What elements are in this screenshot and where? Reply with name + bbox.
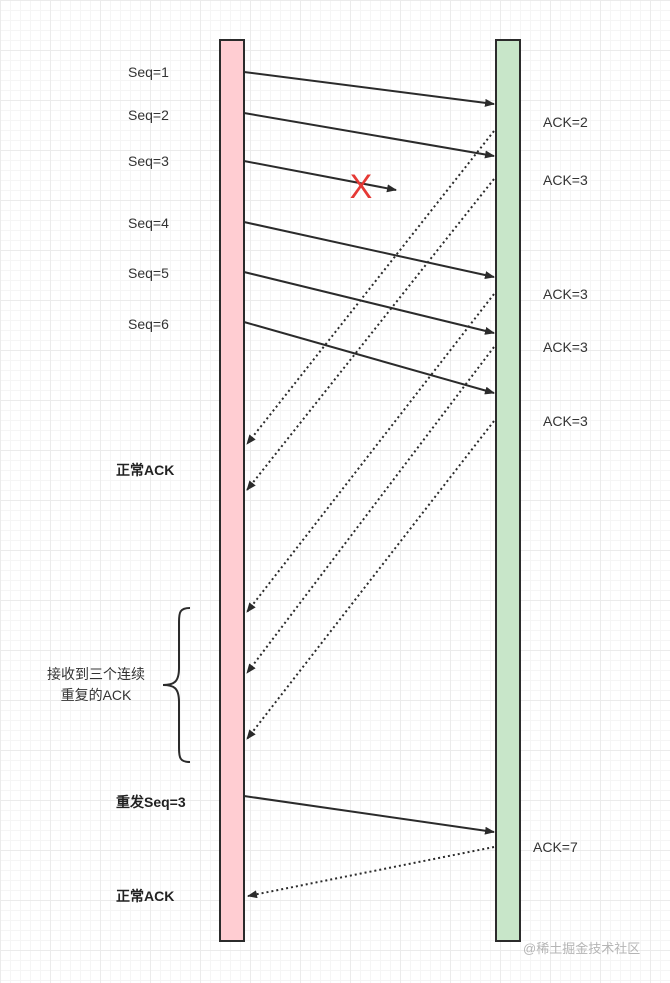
label-seq6: Seq=6 (128, 316, 169, 332)
ack-3-dup3-arrow (246, 420, 495, 740)
label-seq5: Seq=5 (128, 265, 169, 281)
watermark: @稀土掘金技术社区 (523, 941, 641, 956)
label-ack-3-b: ACK=3 (543, 286, 588, 302)
label-triple-dup-line2: 重复的ACK (60, 687, 132, 703)
label-ack-3-d: ACK=3 (543, 413, 588, 429)
ack-3-dup1-arrow (246, 293, 495, 613)
segment-resend-seq3-arrow (243, 795, 495, 835)
label-triple-dup-line1: 接收到三个连续 (47, 666, 145, 682)
label-seq1: Seq=1 (128, 64, 169, 80)
segment-seq1-arrow (243, 71, 495, 107)
label-ack-7: ACK=7 (533, 839, 578, 855)
label-resend-seq3: 重发Seq=3 (116, 794, 186, 810)
label-seq4: Seq=4 (128, 215, 169, 231)
ack-3-first-arrow (246, 178, 495, 491)
segment-seq6-arrow (243, 321, 495, 395)
lost-packet-mark: X (350, 168, 373, 206)
label-seq3: Seq=3 (128, 153, 169, 169)
label-seq2: Seq=2 (128, 107, 169, 123)
segment-seq2-arrow (243, 112, 495, 159)
ack-2-arrow (246, 130, 495, 445)
segment-seq5-arrow (243, 271, 495, 335)
label-ack-3-a: ACK=3 (543, 172, 588, 188)
curly-brace (162, 607, 191, 763)
label-ack-3-c: ACK=3 (543, 339, 588, 355)
label-normal-ack-1: 正常ACK (116, 462, 175, 478)
label-normal-ack-2: 正常ACK (116, 888, 175, 904)
segment-seq4-arrow (243, 221, 495, 279)
sender-timeline-bar (219, 39, 245, 942)
segment-seq3-lost-arrow (243, 160, 397, 193)
ack-7-arrow (247, 846, 495, 899)
label-ack-2: ACK=2 (543, 114, 588, 130)
receiver-timeline-bar (495, 39, 521, 942)
ack-3-dup2-arrow (246, 346, 495, 674)
